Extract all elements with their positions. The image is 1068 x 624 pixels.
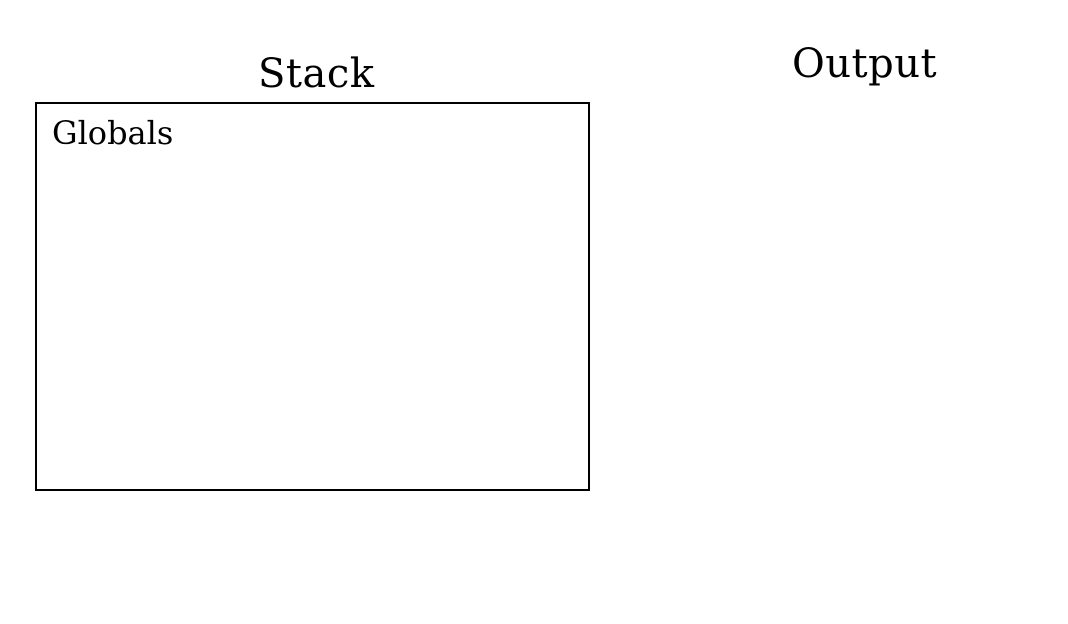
globals-frame: Globals (35, 102, 590, 491)
globals-frame-label: Globals (52, 114, 174, 152)
output-area (640, 110, 1040, 490)
stack-title: Stack (258, 51, 375, 97)
output-title: Output (792, 41, 938, 87)
